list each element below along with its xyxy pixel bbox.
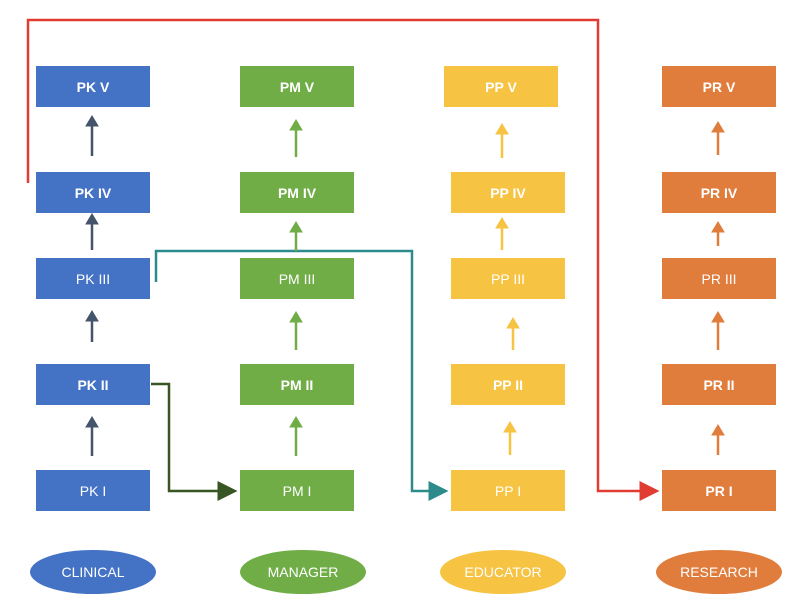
connector-pk4-to-pr1 bbox=[26, 18, 660, 501]
box-pp-iii: PP III bbox=[451, 258, 565, 299]
connector-pk3-to-pp1 bbox=[154, 249, 449, 501]
box-pr-ii: PR II bbox=[662, 364, 776, 405]
column-label-research: RESEARCH bbox=[656, 550, 782, 594]
box-pk-iii: PK III bbox=[36, 258, 150, 299]
box-pm-iv: PM IV bbox=[240, 172, 354, 213]
box-pk-ii: PK II bbox=[36, 364, 150, 405]
connector-pk2-to-pm1 bbox=[151, 382, 238, 501]
box-pp-v: PP V bbox=[444, 66, 558, 107]
manager-vertical-arrows bbox=[289, 119, 303, 456]
box-pr-iv: PR IV bbox=[662, 172, 776, 213]
box-pk-i: PK I bbox=[36, 470, 150, 511]
box-pp-ii: PP II bbox=[451, 364, 565, 405]
box-pr-v: PR V bbox=[662, 66, 776, 107]
column-label-manager: MANAGER bbox=[240, 550, 366, 594]
box-pk-v: PK V bbox=[36, 66, 150, 107]
box-pm-iii: PM III bbox=[240, 258, 354, 299]
box-pk-iv: PK IV bbox=[36, 172, 150, 213]
box-pm-ii: PM II bbox=[240, 364, 354, 405]
clinical-vertical-arrows bbox=[85, 115, 99, 456]
box-pp-iv: PP IV bbox=[451, 172, 565, 213]
box-pr-iii: PR III bbox=[662, 258, 776, 299]
box-pm-v: PM V bbox=[240, 66, 354, 107]
educator-vertical-arrows bbox=[495, 123, 520, 455]
box-pm-i: PM I bbox=[240, 470, 354, 511]
box-pp-i: PP I bbox=[451, 470, 565, 511]
column-label-clinical: CLINICAL bbox=[30, 550, 156, 594]
research-vertical-arrows bbox=[711, 121, 725, 455]
box-pr-i: PR I bbox=[662, 470, 776, 511]
column-label-educator: EDUCATOR bbox=[440, 550, 566, 594]
